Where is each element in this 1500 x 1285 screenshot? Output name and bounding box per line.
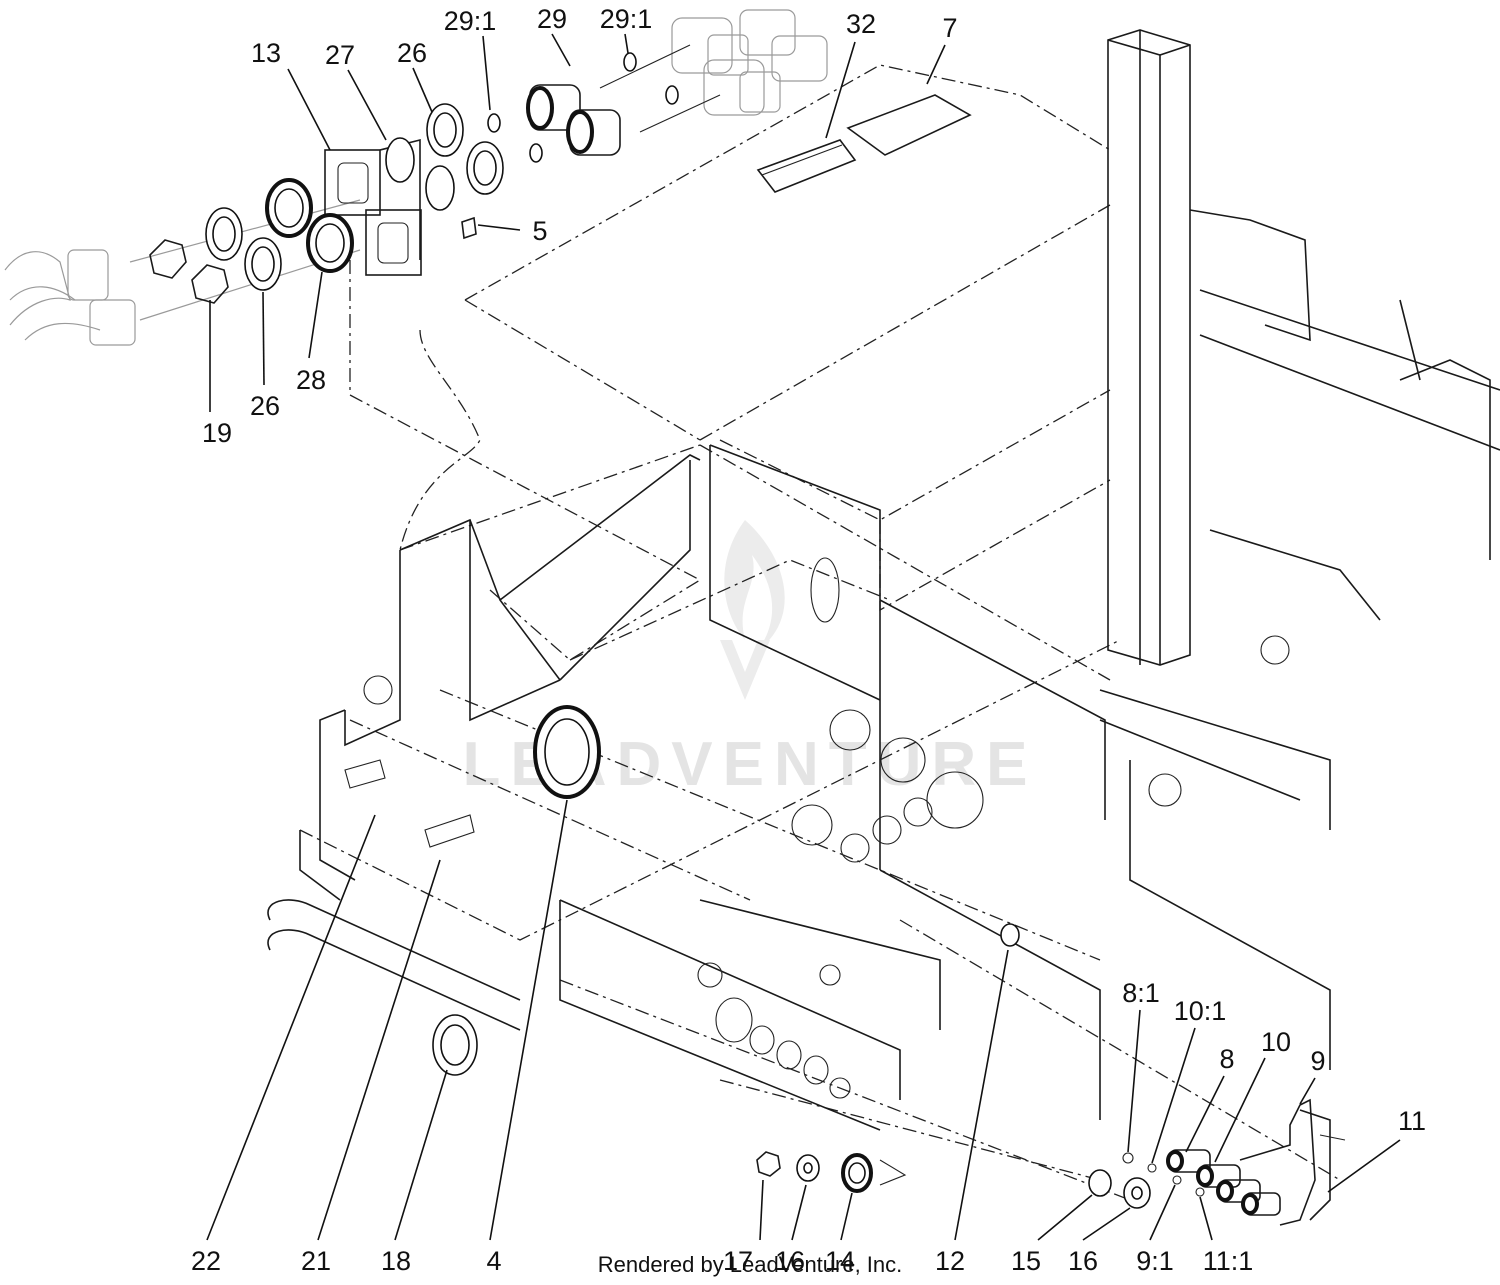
callout-7: 7 xyxy=(942,13,957,43)
hose-assembly-right xyxy=(599,9,828,133)
nut-12 xyxy=(1000,923,1020,947)
callout-14: 14 xyxy=(825,1246,855,1276)
leader-lines xyxy=(206,33,1401,1241)
callout-17: 17 xyxy=(723,1246,753,1276)
callout-26-bottom: 26 xyxy=(250,391,280,421)
callout-10-1: 10:1 xyxy=(1174,996,1227,1026)
decals-21-22 xyxy=(344,759,475,848)
callout-8: 8 xyxy=(1219,1044,1234,1074)
callout-18: 18 xyxy=(381,1246,411,1276)
frame-holes xyxy=(363,557,1290,1099)
callout-11: 11 xyxy=(1398,1106,1426,1136)
callout-8-1: 8:1 xyxy=(1122,978,1160,1008)
fasteners-14-16-17 xyxy=(756,1151,907,1193)
callout-16-center: 16 xyxy=(775,1246,805,1276)
callout-9: 9 xyxy=(1310,1046,1325,1076)
decal-7 xyxy=(846,94,972,156)
decal-32 xyxy=(756,139,857,193)
callout-32: 32 xyxy=(846,9,876,39)
watermark-flame-icon xyxy=(720,520,785,700)
callout-16-right: 16 xyxy=(1068,1246,1098,1276)
callout-28: 28 xyxy=(296,365,326,395)
callout-26-top: 26 xyxy=(397,38,427,68)
callout-12: 12 xyxy=(935,1246,965,1276)
callout-5: 5 xyxy=(532,216,547,246)
hose-assembly-left xyxy=(4,199,361,346)
fitting-group-8-9-10-11 xyxy=(1088,1098,1346,1226)
callout-11-1: 11:1 xyxy=(1203,1246,1254,1276)
callout-19: 19 xyxy=(202,418,232,448)
bulkhead-fittings xyxy=(149,52,679,304)
render-credit: Rendered by LeadVenture, Inc. xyxy=(598,1252,903,1277)
callout-22: 22 xyxy=(191,1246,221,1276)
callout-15: 15 xyxy=(1011,1246,1041,1276)
callout-9-1: 9:1 xyxy=(1136,1246,1174,1276)
callout-29-1-left: 29:1 xyxy=(444,6,497,36)
callout-29-1-right: 29:1 xyxy=(600,4,653,34)
callout-labels: 13 27 26 29:1 29 29:1 32 7 5 19 26 28 22… xyxy=(191,4,1426,1276)
callout-13: 13 xyxy=(251,38,281,68)
grommet-18 xyxy=(432,1014,478,1076)
callout-21: 21 xyxy=(301,1246,331,1276)
frame-solid-edges xyxy=(267,29,1500,1131)
callout-29: 29 xyxy=(537,4,567,34)
callout-10: 10 xyxy=(1261,1027,1291,1057)
callout-4: 4 xyxy=(486,1246,501,1276)
frame-outline xyxy=(299,64,1341,1201)
grommet-4 xyxy=(533,705,601,799)
callout-27: 27 xyxy=(325,40,355,70)
